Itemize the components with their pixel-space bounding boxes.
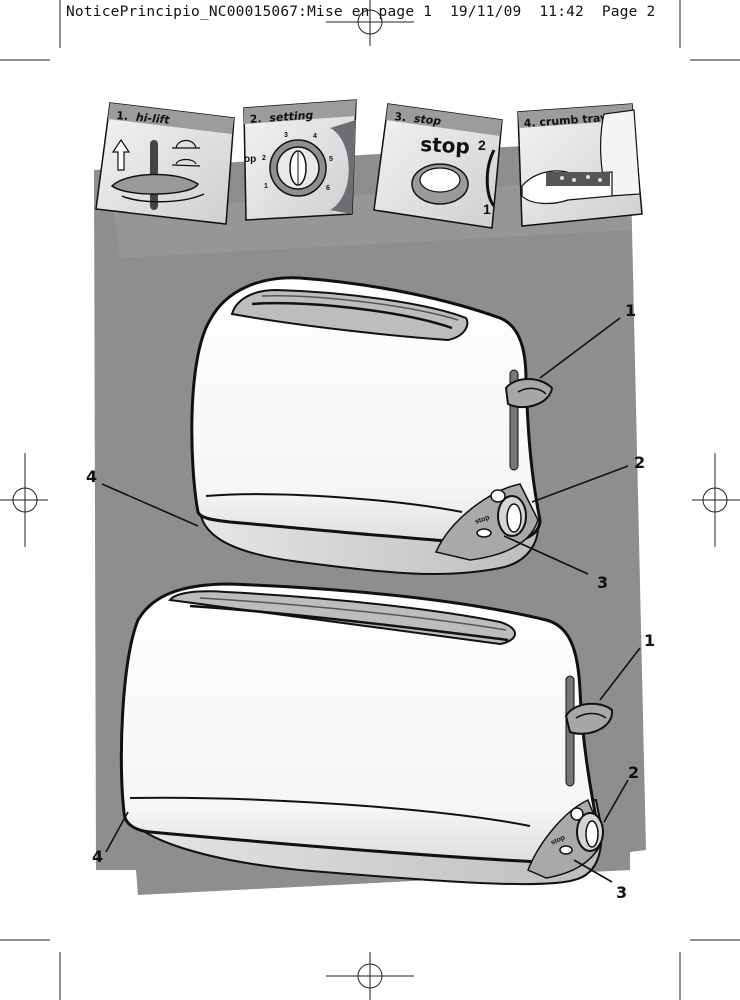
dial-number-4: 4 <box>313 133 317 140</box>
callout-large-3: 3 <box>616 883 627 902</box>
large-toaster-stop-button <box>559 845 573 855</box>
svg-text:2. setting: 2. setting <box>249 109 314 126</box>
svg-text:3. stop: 3. stop <box>394 110 442 128</box>
callout-small-4: 4 <box>86 467 97 486</box>
panel-4-number: 4. <box>523 116 536 130</box>
small-toaster: stop <box>190 276 554 575</box>
callout-lines <box>101 317 641 883</box>
panel-hi-lift: 1. hi-lift <box>95 102 235 225</box>
callout-large-1: 1 <box>644 631 655 650</box>
header-time: 11:42 <box>539 4 584 20</box>
crumb-tray-hand-icon <box>521 170 613 205</box>
panel-1-number: 1. <box>116 109 129 123</box>
up-arrow-icon <box>111 138 131 171</box>
dial-number-2: 2 <box>262 155 266 162</box>
large-toaster-lever <box>564 702 614 735</box>
small-toaster-stop-button <box>476 528 492 538</box>
registration-mark-top <box>326 0 414 46</box>
panel-crumb-tray: 4. crumb tray <box>517 103 643 227</box>
stop-button-icon <box>411 163 469 205</box>
registration-mark-right <box>692 453 740 547</box>
panel-2-number: 2. <box>249 112 262 126</box>
small-toaster-stop-label: stop <box>474 514 490 526</box>
panel-4-label: crumb tray <box>539 111 608 129</box>
small-toaster-browning-dial <box>490 489 527 537</box>
panel-1-label: hi-lift <box>135 111 170 127</box>
panel-3-number: 3. <box>394 110 407 124</box>
callout-small-2: 2 <box>634 453 645 472</box>
panel-setting: 2. setting op 1 2 3 4 5 6 <box>243 99 357 221</box>
panel-2-label: setting <box>269 109 314 125</box>
print-header: NoticePrincipio_NC00015067:Mise en page … <box>66 4 655 20</box>
panel-3-label: stop <box>413 112 442 128</box>
callout-small-3: 3 <box>597 573 608 592</box>
svg-text:1. hi-lift: 1. hi-lift <box>116 109 171 127</box>
dial-number-1: 1 <box>264 183 268 190</box>
large-toaster-browning-dial <box>570 807 604 852</box>
registration-mark-bottom <box>326 952 414 1000</box>
grey-background-shadow <box>114 178 632 258</box>
browning-dial-icon <box>269 139 327 197</box>
toast-up-icon <box>172 139 200 149</box>
panel-stop: 3. stop stop 2 1 <box>373 103 503 229</box>
callout-small-1: 1 <box>625 301 636 320</box>
header-date: 19/11/09 <box>450 4 522 20</box>
callout-large-4: 4 <box>92 847 103 866</box>
header-filename: NoticePrincipio_NC00015067:Mise en page … <box>66 4 433 20</box>
panel-2-side-text: op <box>244 154 256 165</box>
toast-down-icon <box>171 158 201 167</box>
small-toaster-lever <box>504 378 554 409</box>
hi-lift-lever-icon <box>110 140 205 210</box>
stop-button-text: stop <box>420 132 471 159</box>
panel-3-side-number-2: 2 <box>478 137 486 153</box>
panel-3-side-number-1: 1 <box>483 201 491 217</box>
header-page: Page 2 <box>601 4 656 20</box>
large-toaster: stop <box>119 582 614 886</box>
dial-number-5: 5 <box>329 156 333 163</box>
svg-text:4. crumb tray: 4. crumb tray <box>523 111 607 130</box>
registration-mark-left <box>0 453 48 547</box>
dial-number-3: 3 <box>284 132 288 139</box>
dial-number-6: 6 <box>326 185 330 192</box>
callout-large-2: 2 <box>628 763 639 782</box>
